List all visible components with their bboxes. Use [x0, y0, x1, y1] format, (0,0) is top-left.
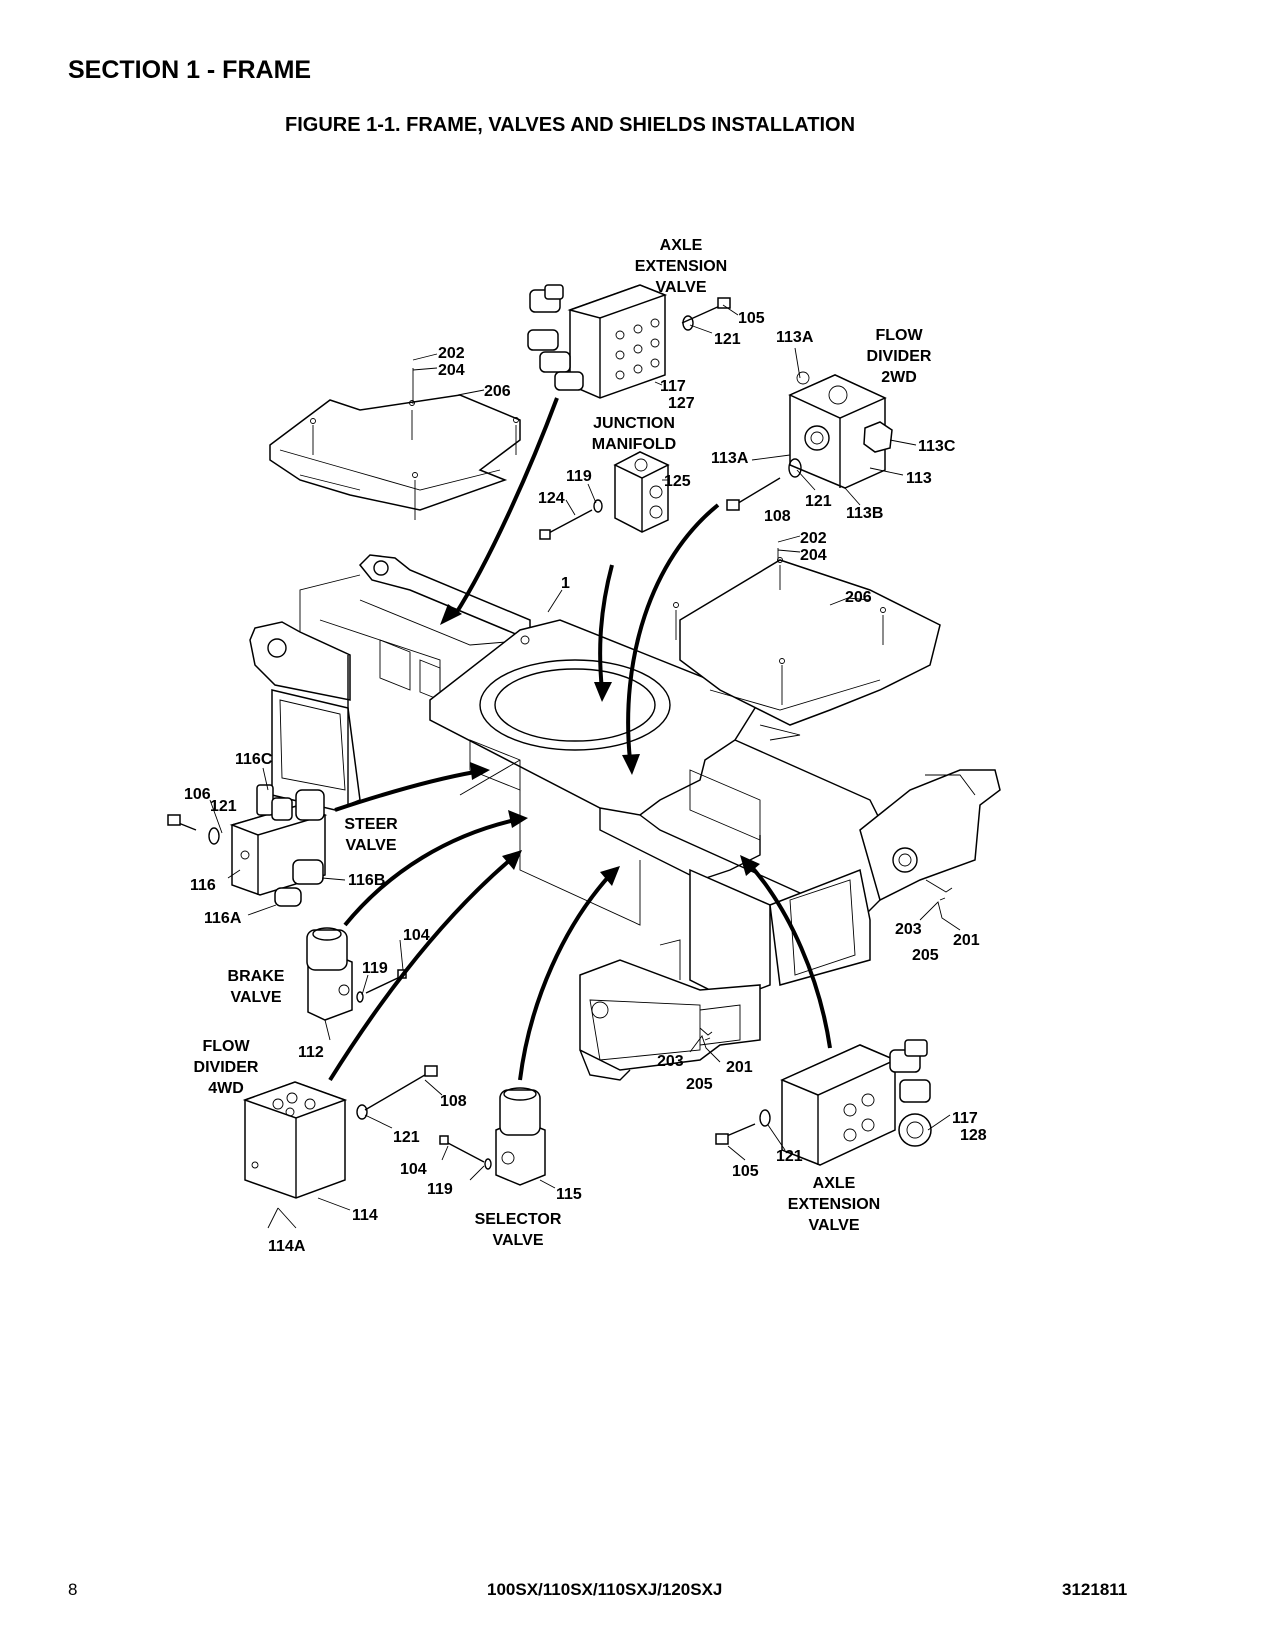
callout: 121 — [210, 798, 237, 815]
page-number: 8 — [68, 1580, 78, 1599]
steer-valve — [229, 784, 328, 907]
callout: 114A — [268, 1238, 306, 1255]
callout: 121 — [393, 1129, 420, 1146]
callout: 104 — [400, 1161, 427, 1178]
callout: 202 — [438, 345, 465, 362]
label-axle-extension-valve-bottom: EXTENSION — [788, 1196, 880, 1213]
leader-lines — [209, 304, 961, 1229]
label-flow-divider-2wd: DIVIDER — [867, 348, 932, 365]
callout: 104 — [403, 927, 430, 944]
model-number: 100SX/110SX/110SXJ/120SXJ — [487, 1580, 723, 1599]
label-flow-divider-4wd: 4WD — [208, 1080, 244, 1097]
callout: 113C — [918, 438, 956, 455]
callout: 206 — [484, 383, 511, 400]
callout: 114 — [352, 1207, 378, 1224]
assembly-arrows — [328, 397, 832, 1082]
callout: 108 — [440, 1093, 467, 1110]
label-flow-divider-4wd: DIVIDER — [194, 1059, 259, 1076]
callout: 112 — [298, 1044, 324, 1061]
callout: 116C — [235, 751, 273, 768]
callout: 119 — [362, 960, 388, 977]
callout: 117 — [952, 1110, 978, 1127]
label-axle-extension-valve-bottom: VALVE — [809, 1217, 860, 1234]
component-labels: AXLE EXTENSION VALVE FLOW DIVIDER 2WD JU… — [194, 237, 932, 1249]
label-selector-valve: VALVE — [493, 1232, 544, 1249]
callout: 105 — [738, 310, 765, 327]
label-brake-valve: VALVE — [231, 989, 282, 1006]
callout: 1 — [561, 575, 570, 592]
callout: 113A — [711, 450, 749, 467]
callout: 127 — [668, 395, 695, 412]
callout: 206 — [845, 589, 872, 606]
callout: 116 — [190, 877, 216, 894]
callout: 203 — [657, 1053, 684, 1070]
callout: 204 — [800, 547, 827, 564]
callout: 116B — [348, 872, 385, 889]
axle-extension-valve-bottom — [780, 1039, 932, 1166]
callout: 119 — [427, 1181, 453, 1198]
callout: 116A — [204, 910, 242, 927]
label-junction-manifold: MANIFOLD — [592, 436, 676, 453]
label-steer-valve: STEER — [344, 816, 398, 833]
callout: 113 — [906, 470, 932, 487]
callout: 105 — [732, 1163, 759, 1180]
callout: 202 — [800, 530, 827, 547]
label-flow-divider-2wd: FLOW — [875, 327, 923, 344]
callout: 113B — [846, 505, 883, 522]
selector-valve — [495, 1087, 546, 1186]
label-selector-valve: SELECTOR — [475, 1211, 562, 1228]
frame-drawing — [249, 554, 1001, 1081]
callout: 201 — [726, 1059, 753, 1076]
callout: 121 — [776, 1148, 803, 1165]
label-steer-valve: VALVE — [346, 837, 397, 854]
callout: 119 — [566, 468, 592, 485]
figure-title: FIGURE 1-1. FRAME, VALVES AND SHIELDS IN… — [285, 114, 856, 136]
label-axle-extension-valve-top: AXLE — [660, 237, 703, 254]
junction-manifold — [613, 451, 670, 533]
callout-numbers: 105 121 202 204 206 117 127 113A 113C 11… — [184, 310, 987, 1255]
label-brake-valve: BRAKE — [228, 968, 285, 985]
left-shield — [269, 394, 521, 520]
label-flow-divider-4wd: FLOW — [202, 1038, 250, 1055]
callout: 117 — [660, 378, 686, 395]
right-shield — [673, 557, 941, 741]
callout: 204 — [438, 362, 465, 379]
brake-valve — [306, 927, 353, 1021]
flow-divider-4wd — [242, 1081, 348, 1199]
callout: 115 — [556, 1186, 582, 1203]
callout: 124 — [538, 490, 565, 507]
label-axle-extension-valve-top: VALVE — [656, 279, 707, 296]
callout: 106 — [184, 786, 211, 803]
label-junction-manifold: JUNCTION — [593, 415, 675, 432]
callout: 113A — [776, 329, 814, 346]
callout: 203 — [895, 921, 922, 938]
document-number: 3121811 — [1062, 1580, 1128, 1599]
label-axle-extension-valve-top: EXTENSION — [635, 258, 727, 275]
callout: 121 — [805, 493, 832, 510]
callout: 121 — [714, 331, 741, 348]
flow-divider-2wd — [788, 371, 893, 489]
callout: 201 — [953, 932, 980, 949]
label-axle-extension-valve-bottom: AXLE — [813, 1175, 856, 1192]
label-flow-divider-2wd: 2WD — [881, 369, 917, 386]
callout: 108 — [764, 508, 791, 525]
callout: 128 — [960, 1127, 987, 1144]
callout: 205 — [912, 947, 939, 964]
axle-extension-valve-top — [527, 284, 668, 399]
fasteners — [167, 297, 953, 1170]
callout: 205 — [686, 1076, 713, 1093]
callout: 125 — [664, 473, 691, 490]
section-title: SECTION 1 - FRAME — [68, 56, 312, 84]
